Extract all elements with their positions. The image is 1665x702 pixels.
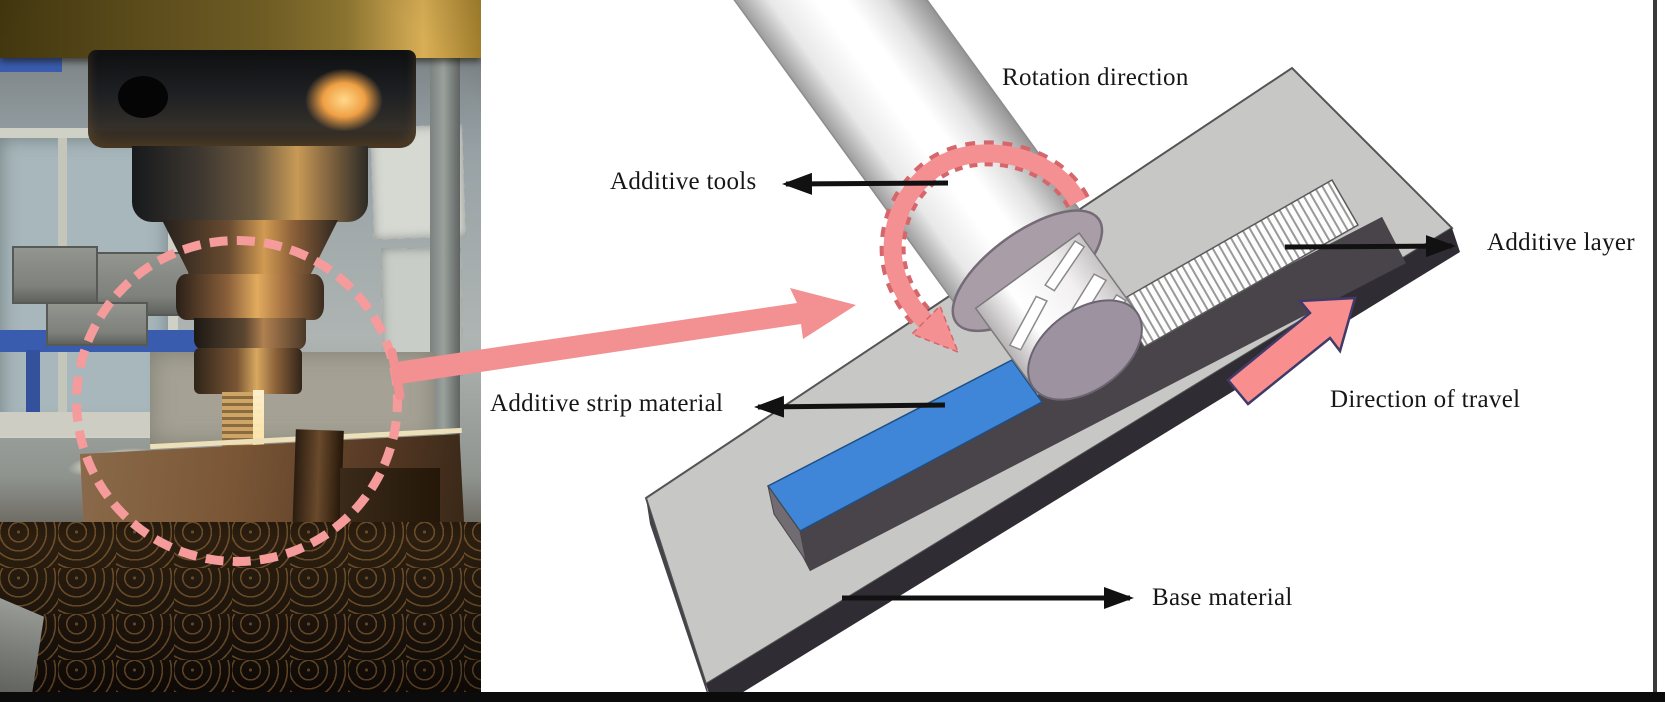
spindle-housing-hole — [118, 76, 168, 118]
label-direction-of-travel: Direction of travel — [1330, 386, 1521, 413]
photo-milling-machine — [0, 0, 481, 702]
highlight-dashed-circle — [72, 236, 402, 566]
label-additive-strip-material: Additive strip material — [490, 390, 724, 417]
label-rotation-direction: Rotation direction — [1002, 64, 1189, 91]
table-leg — [26, 350, 40, 412]
figure-right-border — [1653, 0, 1657, 702]
figure-bottom-border — [0, 692, 1665, 702]
diagram-panel — [481, 0, 1665, 702]
label-additive-layer: Additive layer — [1487, 229, 1635, 256]
machine-column — [430, 56, 460, 476]
blue-frame — [0, 54, 62, 72]
light-glow — [292, 58, 396, 142]
spindle-upper — [132, 146, 368, 222]
label-additive-tools: Additive tools — [610, 168, 757, 195]
machine-head-top — [0, 0, 481, 58]
label-base-material: Base material — [1152, 584, 1293, 611]
